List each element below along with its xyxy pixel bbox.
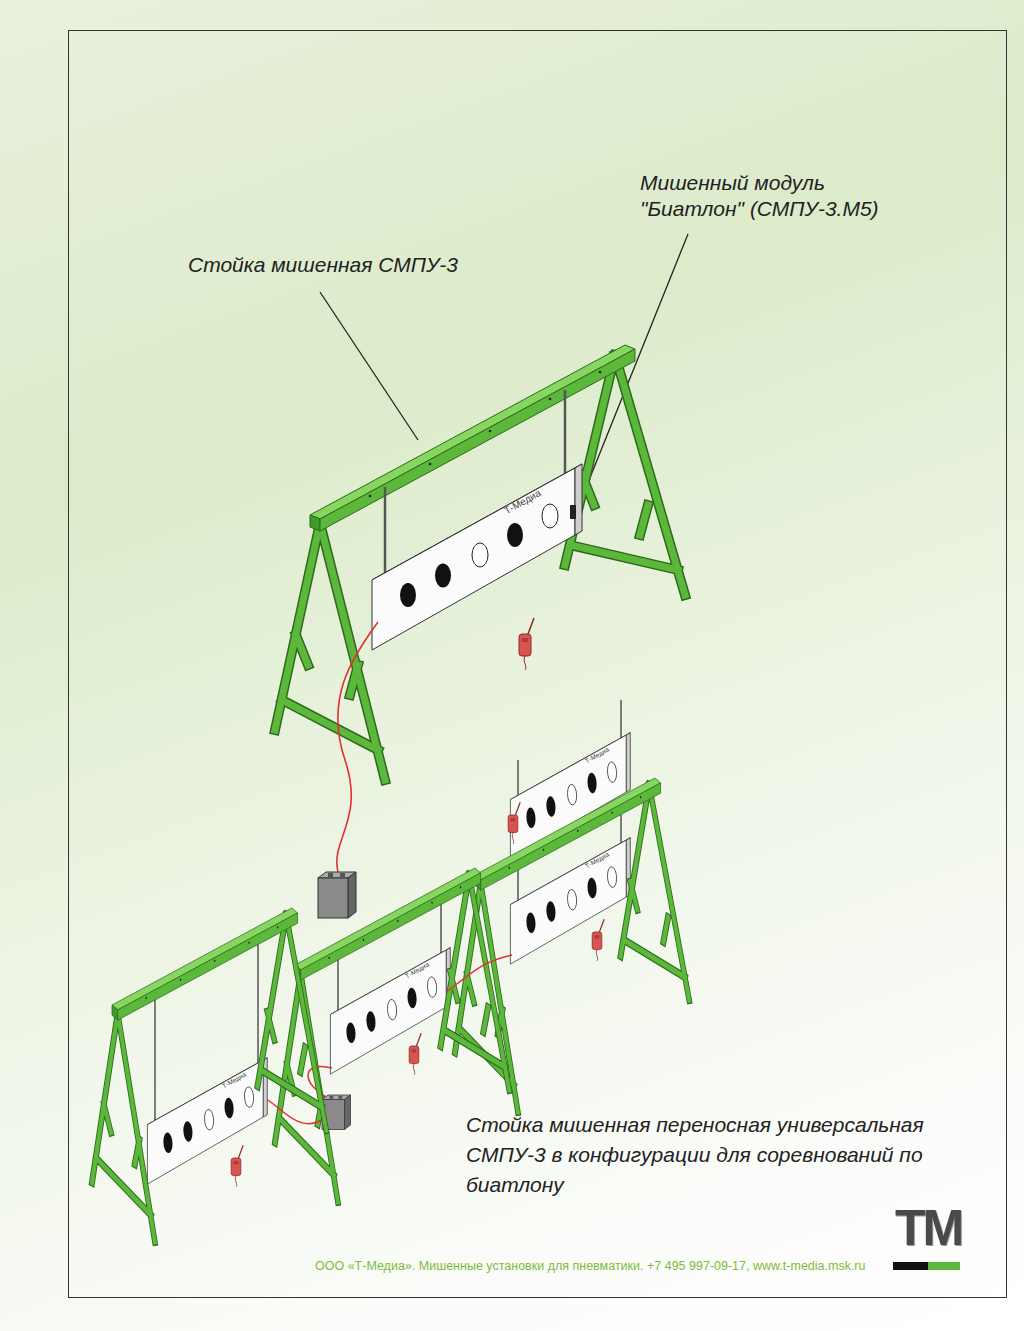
- caption: Стойка мишенная переносная универсальная…: [466, 1110, 986, 1200]
- brand-mark: Т-Медиа: [503, 488, 543, 516]
- footer-note: ООО «Т-Медиа». Мишенные установки для пн…: [315, 1258, 866, 1274]
- callout-label: Мишенный модуль "Биатлон" (СМПУ-3.М5): [640, 170, 910, 222]
- brand-mark: Т-Медиа: [404, 961, 430, 979]
- brand-mark: Т-Медиа: [584, 746, 610, 764]
- callout-label: Стойка мишенная СМПУ-3: [188, 252, 488, 278]
- company-logo: ТМ: [895, 1203, 961, 1253]
- brand-mark: Т-Медиа: [584, 851, 610, 869]
- brand-mark: Т-Медиа: [221, 1071, 247, 1089]
